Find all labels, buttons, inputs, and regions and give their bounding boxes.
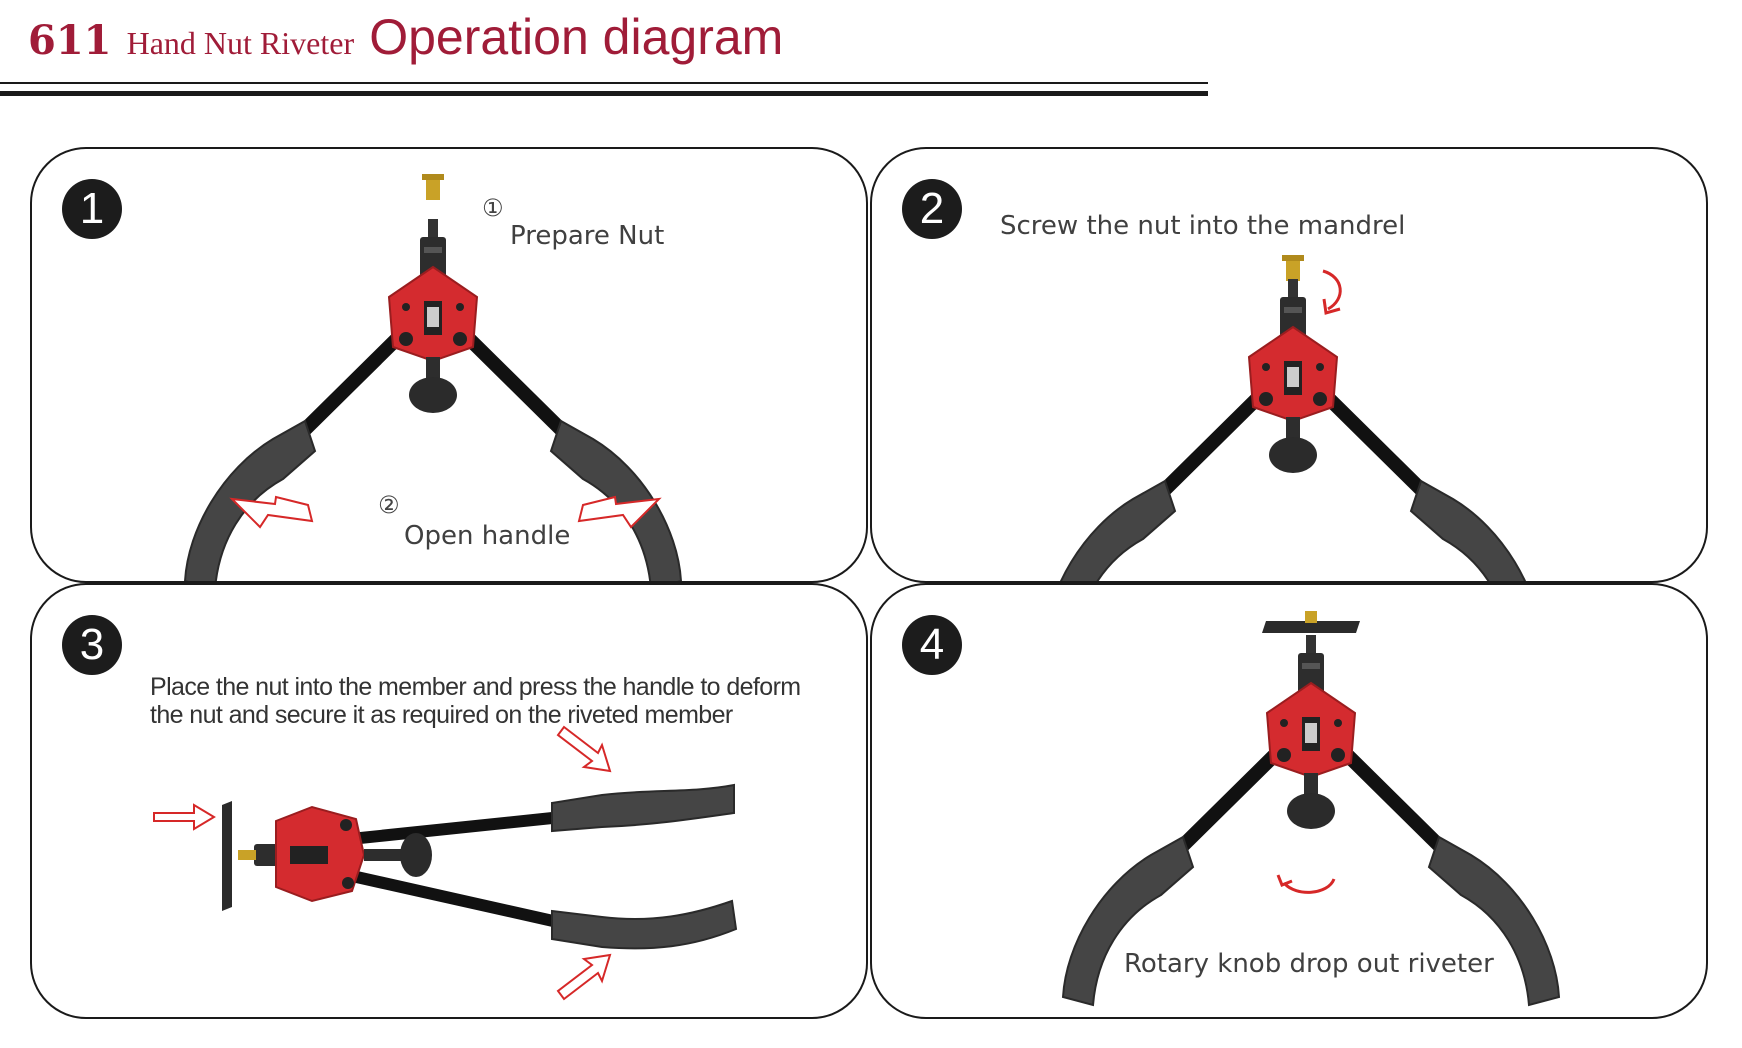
- step-3-caption: Place the nut into the member and press …: [150, 673, 850, 729]
- step-panel-1: 1 ① Prepare Nut ② Open handle: [30, 147, 868, 583]
- step-panel-2: 2 Screw the nut into the mandrel: [870, 147, 1708, 583]
- arrow-left-icon: [229, 495, 314, 529]
- riveter-screw-nut-illustration: [872, 255, 1708, 583]
- riveted-member: [222, 801, 232, 911]
- step-panel-4: 4 Rotary knob drop out riveter: [870, 583, 1708, 1019]
- product-name: Hand Nut Riveter: [126, 25, 355, 61]
- step-3-caption-line-2: the nut and secure it as required on the…: [150, 701, 733, 729]
- page-title: Operation diagram: [369, 9, 784, 65]
- step-badge: 4: [902, 615, 962, 675]
- header-rule-thick: [0, 91, 1208, 96]
- step-4-caption: Rotary knob drop out riveter: [1124, 949, 1494, 979]
- rotate-knob-icon: [1282, 878, 1336, 894]
- arrow-push-icon: [153, 803, 216, 831]
- riveter-open-illustration: [32, 174, 868, 583]
- riveted-member: [1262, 621, 1360, 633]
- page-header: 611 Hand Nut Riveter Operation diagram: [28, 8, 783, 68]
- riveter-release-illustration: [872, 611, 1708, 1019]
- arrow-right-icon: [577, 495, 662, 529]
- model-number: 611: [28, 17, 112, 64]
- step-2-caption: Screw the nut into the mandrel: [1000, 211, 1406, 241]
- open-handle-label: Open handle: [404, 521, 571, 551]
- arrow-press-top-icon: [556, 725, 612, 773]
- step-3-caption-line-1: Place the nut into the member and press …: [150, 673, 801, 701]
- arrow-press-bottom-icon: [556, 953, 612, 1001]
- step-badge: 1: [62, 179, 122, 239]
- step-badge: 3: [62, 615, 122, 675]
- substep-marker-1: ①: [482, 194, 504, 222]
- substep-marker-2: ②: [378, 491, 400, 519]
- step-panel-3: 3 Place the nut into the member and pres…: [30, 583, 868, 1019]
- prepare-nut-label: Prepare Nut: [510, 221, 665, 251]
- rotate-arrow-icon: [1322, 269, 1342, 311]
- riveter-press-illustration: [153, 725, 868, 1001]
- step-badge: 2: [902, 179, 962, 239]
- header-rule-thin: [0, 82, 1208, 84]
